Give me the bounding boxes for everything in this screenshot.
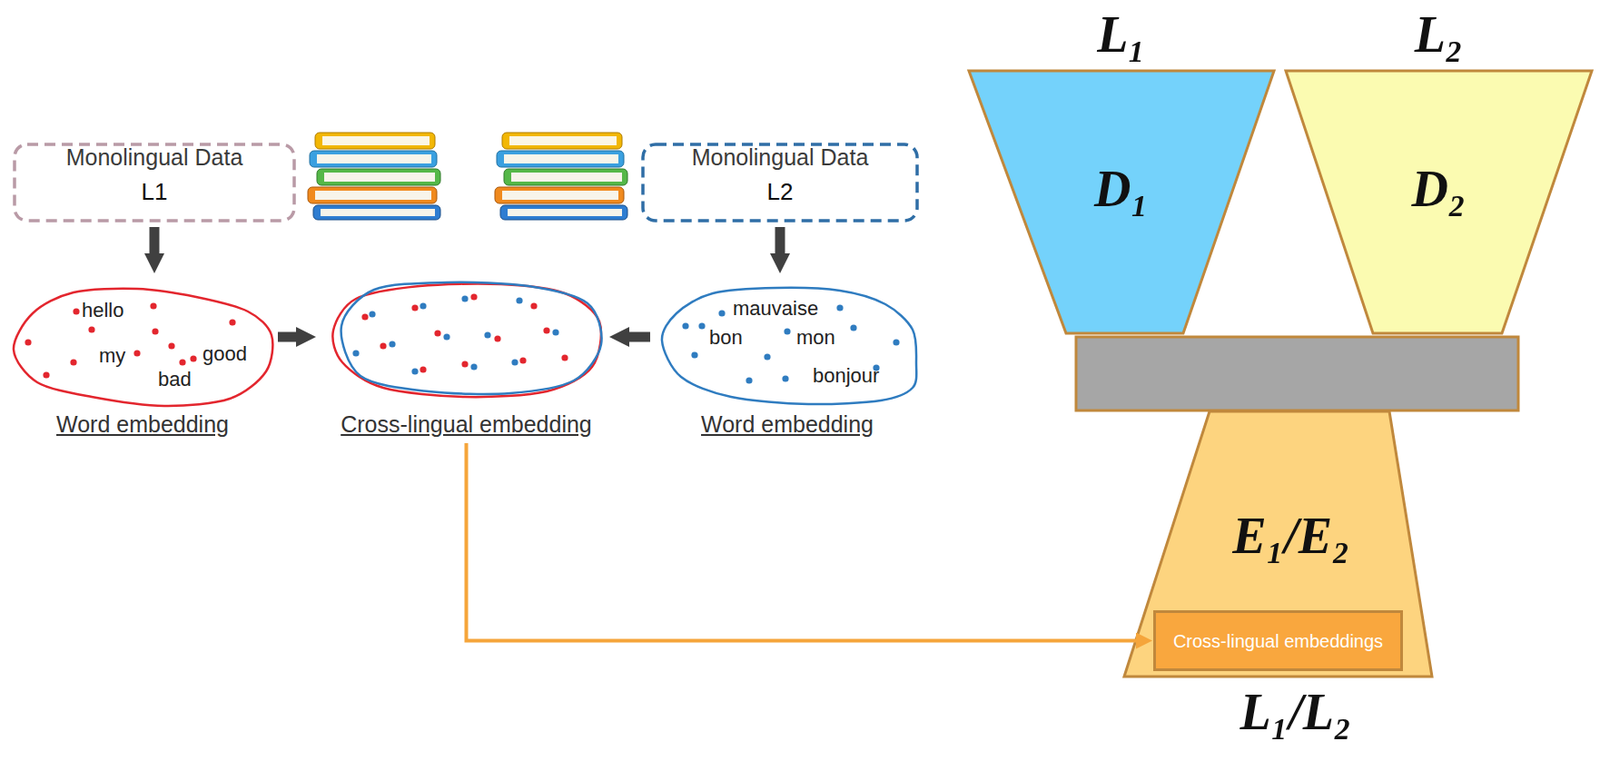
embedding-dot xyxy=(379,342,386,349)
node-text: Monolingual Data xyxy=(691,144,870,171)
embedding-blob: Cross-lingual embedding xyxy=(328,280,604,441)
node-text: bad xyxy=(158,367,192,391)
embedding-dot xyxy=(836,304,843,311)
decoder-trapezoid: L₂D₂ xyxy=(1283,69,1594,336)
node-text: bon xyxy=(709,325,743,349)
embedding-dot xyxy=(411,367,418,375)
decoder-trapezoid: L₁D₁ xyxy=(967,69,1276,336)
node-text: my xyxy=(98,344,126,367)
embedding-dot xyxy=(511,358,518,366)
embedding-dot xyxy=(691,351,698,358)
embedding-dot xyxy=(561,354,568,361)
math-label: L₁ xyxy=(1096,5,1146,64)
node-text: Word embedding xyxy=(56,411,229,438)
trapezoid-shape xyxy=(968,70,1275,334)
embedding-outline xyxy=(341,282,603,395)
box-shape xyxy=(1155,612,1403,671)
embedding-dot xyxy=(434,329,441,336)
dashed-border xyxy=(642,144,918,221)
embedding-dot xyxy=(763,353,771,360)
books-icon xyxy=(307,132,441,220)
embedding-dot xyxy=(419,365,426,373)
embedding-dot xyxy=(133,349,140,356)
node-text: mauvaise xyxy=(732,296,819,320)
embedding-dot xyxy=(470,363,477,370)
embedding-outline xyxy=(332,283,602,397)
embedding-dot xyxy=(515,296,523,304)
embedding-dot xyxy=(483,331,491,338)
embedding-dot xyxy=(698,322,705,329)
flow-arrow xyxy=(629,332,651,343)
node-text: hello xyxy=(81,298,124,322)
embedding-dot xyxy=(530,302,537,309)
embedding-outline xyxy=(13,288,273,406)
math-label: E₁/E₂ xyxy=(1232,506,1350,565)
embedding-dot xyxy=(228,318,236,326)
embedding-dot xyxy=(361,313,368,320)
shared-layer-bar xyxy=(1076,336,1519,411)
math-label: D₂ xyxy=(1412,159,1467,218)
embedding-dot xyxy=(892,338,899,346)
embedding-dot xyxy=(388,340,396,347)
embedding-dot xyxy=(149,302,157,309)
embedding-dot xyxy=(69,358,77,366)
data-box: Monolingual DataL2 xyxy=(641,142,919,223)
embedding-dot xyxy=(178,358,186,366)
math-label: D₁ xyxy=(1094,159,1149,218)
embedding-dot xyxy=(543,326,550,334)
node-text: Cross-lingual embedding xyxy=(340,411,593,438)
embedding-dot xyxy=(781,375,789,382)
embedding-outline xyxy=(661,287,917,405)
embedding-dot xyxy=(552,328,559,336)
node-text: mon xyxy=(796,325,836,349)
node-text: Monolingual Data xyxy=(66,144,244,171)
embedding-dot xyxy=(24,338,31,346)
embedding-dot xyxy=(411,304,418,311)
embedding-dot xyxy=(745,376,752,384)
data-box: Monolingual DataL1 xyxy=(12,142,297,223)
embedding-dot xyxy=(72,307,80,315)
embedding-dot xyxy=(493,335,501,342)
embedding-dot xyxy=(783,327,791,335)
embedding-dot xyxy=(718,309,725,317)
node-text: bonjour xyxy=(812,364,880,387)
math-label: L₁/L₂ xyxy=(1239,682,1352,741)
flow-arrow xyxy=(775,227,786,254)
flow-arrow xyxy=(277,332,297,343)
embedding-dot xyxy=(167,342,175,349)
embedding-dot xyxy=(470,293,477,300)
trapezoid-shape xyxy=(1285,70,1592,334)
embedding-dot xyxy=(519,356,526,364)
node-text: Word embedding xyxy=(701,411,874,438)
embedding-layer-box: Cross-lingual embeddings xyxy=(1153,610,1403,672)
flow-arrow xyxy=(149,227,160,254)
embedding-dot xyxy=(151,327,159,335)
encoder-trapezoid: E₁/E₂L₁/L₂Cross-lingual embeddings xyxy=(1122,410,1434,679)
embedding-dot xyxy=(352,349,359,356)
dashed-border xyxy=(14,144,295,221)
node-text: L2 xyxy=(767,178,794,207)
embedding-dot xyxy=(189,355,197,362)
node-text: good xyxy=(202,342,247,366)
embedding-dot xyxy=(461,295,468,302)
embedding-dot xyxy=(849,324,857,331)
embedding-dot xyxy=(42,371,50,378)
node-text: Cross-lingual embeddings xyxy=(1160,631,1396,652)
embedding-dot xyxy=(419,302,426,309)
math-label: L₂ xyxy=(1414,5,1464,64)
embedding-dot xyxy=(88,325,95,333)
embedding-dot xyxy=(368,310,376,317)
node-text: L1 xyxy=(141,178,168,207)
embedding-blob: hello my goodbadWord embedding xyxy=(9,286,276,443)
embedding-dot xyxy=(461,360,468,367)
embedding-blob: mauvaise bon mon bonjourWord embedding xyxy=(658,286,917,443)
books-icon xyxy=(494,132,628,220)
embedding-link-arrow xyxy=(466,443,1137,642)
trapezoid-shape xyxy=(1124,411,1433,677)
embedding-dot xyxy=(443,333,450,340)
embedding-dot xyxy=(681,322,689,329)
